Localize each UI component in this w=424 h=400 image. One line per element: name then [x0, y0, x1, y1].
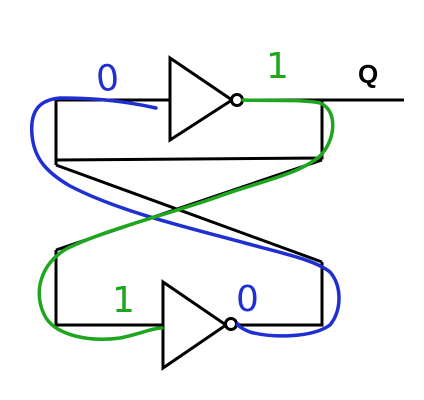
- bottom-inverter-bubble: [224, 317, 238, 331]
- top-input-value: 0: [94, 57, 120, 100]
- bottom-inverter-triangle: [161, 279, 229, 371]
- logic-zero-trace: [29, 96, 341, 338]
- top-left-wire: [54, 98, 170, 165]
- top-inverter: [168, 55, 244, 143]
- cross-wire-a: [55, 163, 323, 264]
- bottom-output-value: 0: [236, 279, 259, 320]
- bottom-right-wire: [237, 262, 324, 327]
- circuit-wires: [54, 98, 404, 327]
- top-inverter-triangle: [168, 55, 235, 143]
- bottom-left-wire: [54, 250, 163, 327]
- top-output-value: 1: [266, 46, 289, 87]
- top-right-wire: [55, 100, 324, 162]
- q-output-label: Q: [358, 59, 378, 89]
- bottom-inverter: [161, 279, 238, 371]
- top-inverter-bubble: [230, 93, 244, 107]
- logic-one-trace: [37, 98, 335, 341]
- bottom-input-value: 1: [112, 280, 135, 321]
